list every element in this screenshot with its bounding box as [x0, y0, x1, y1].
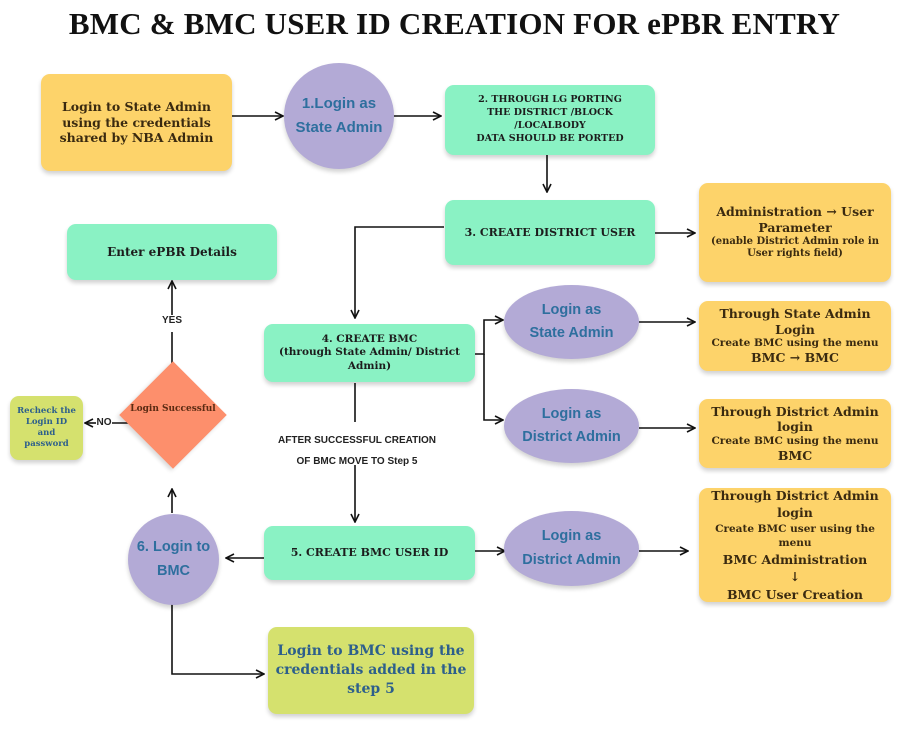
state-circle-line1: Login as	[541, 301, 602, 318]
admin-parameter-box: Administration → User Parameter (enable …	[699, 183, 891, 282]
circle1-line2: State Admin	[295, 119, 383, 136]
create-bmc-user-text: 5. CREATE BMC USER ID	[290, 546, 449, 560]
login-district-admin-circle-2: Login as District Admin	[504, 511, 639, 586]
login-state-admin-box: Login to State Admin using the credentia…	[41, 74, 232, 171]
create-bmc-user-box: 5. CREATE BMC USER ID	[264, 526, 475, 580]
page-title: BMC & BMC USER ID CREATION FOR ePBR ENTR…	[68, 6, 841, 41]
login-bmc-credentials-box: Login to BMC using the credentials added…	[268, 627, 474, 714]
district-login-line3: BMC	[777, 447, 813, 463]
district-circle-line1: Login as	[541, 405, 602, 422]
admin-param-line2: (enable District Admin role in User righ…	[711, 235, 879, 260]
district-user-line2: Create BMC user using the menu	[715, 522, 875, 550]
recheck-box: Recheck the Login ID and password	[10, 396, 83, 460]
district-login-line1: Through District Admin login	[711, 403, 879, 435]
enter-epbr-text: Enter ePBR Details	[107, 244, 237, 259]
state-login-line3: BMC → BMC	[751, 350, 839, 366]
decision-text: Login Successful	[130, 404, 216, 414]
c6-line1: 6. Login to	[136, 539, 211, 556]
login-district-admin-circle: Login as District Admin	[504, 389, 639, 463]
login-bmc-text: Login to BMC using the credentials added…	[275, 643, 467, 697]
admin-param-line1: Administration → User Parameter	[716, 204, 874, 235]
create-district-user-box: 3. CREATE DISTRICT USER	[445, 200, 655, 265]
district-user-line4: ↓	[789, 569, 801, 585]
district-user-line3: BMC Administration	[722, 551, 868, 567]
arrow-bmc-to-state-login	[475, 320, 503, 355]
district-user-line1: Through District Admin login	[711, 487, 879, 521]
create-bmc-box: 4. CREATE BMC (through State Admin/ Dist…	[264, 324, 475, 382]
login-to-bmc-circle: 6. Login to BMC	[128, 514, 219, 605]
lg-line1: 2. THROUGH LG PORTING	[478, 94, 622, 106]
district-circle-line2: District Admin	[522, 429, 621, 445]
after-line1: AFTER SUCCESSFUL CREATION	[278, 435, 436, 446]
create-bmc-line1: 4. CREATE BMC	[321, 333, 418, 346]
arrow-district-user-to-create-bmc	[355, 226, 444, 318]
c6-line2: BMC	[156, 562, 191, 579]
recheck-text: Recheck the Login ID and password	[17, 405, 76, 450]
state-circle-line2: State Admin	[529, 325, 614, 341]
enter-epbr-box: Enter ePBR Details	[67, 224, 277, 280]
district-user-line5: BMC User Creation	[726, 586, 864, 602]
circle1-line1: 1.Login as	[301, 95, 377, 112]
login-state-admin-text: Login to State Admin using the credentia…	[59, 99, 214, 146]
state-admin-login-box: Through State Admin Login Create BMC usi…	[699, 301, 891, 371]
arrow-c6-to-login-bmc	[171, 604, 264, 674]
district-login-line2: Create BMC using the menu	[711, 434, 879, 447]
create-bmc-line2: (through State Admin/ District Admin)	[278, 346, 460, 372]
no-label: NO	[96, 417, 112, 428]
login-state-admin-circle: 1.Login as State Admin	[284, 63, 394, 169]
state-login-line1: Through State Admin Login	[719, 306, 871, 337]
district2-circle-line2: District Admin	[522, 551, 621, 568]
arrow-bmc-to-district-login	[483, 354, 503, 420]
district-user-creation-box: Through District Admin login Create BMC …	[699, 488, 891, 602]
after-creation-note: AFTER SUCCESSFUL CREATION OF BMC MOVE TO…	[266, 430, 448, 472]
district-admin-login-box: Through District Admin login Create BMC …	[699, 399, 891, 468]
create-district-user-text: 3. CREATE DISTRICT USER	[464, 225, 636, 239]
lg-line2: THE DISTRICT /BLOCK /LOCALBODY	[487, 107, 613, 131]
lg-porting-box: 2. THROUGH LG PORTING THE DISTRICT /BLOC…	[445, 85, 655, 155]
after-line2: OF BMC MOVE TO Step 5	[296, 456, 418, 467]
lg-line3: DATA SHOULD BE PORTED	[476, 132, 624, 144]
login-state-admin-circle-2: Login as State Admin	[504, 285, 639, 359]
yes-label: YES	[161, 315, 182, 326]
state-login-line2: Create BMC using the menu	[711, 337, 879, 350]
district2-circle-line1: Login as	[541, 528, 602, 545]
